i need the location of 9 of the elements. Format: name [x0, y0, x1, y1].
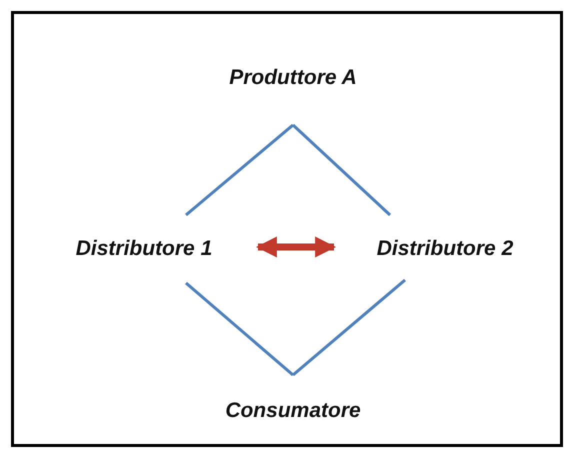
node-label: Distributore 1 [74, 236, 214, 262]
double-arrow [256, 236, 336, 258]
node-label: Consumatore [224, 398, 362, 424]
connector-line [185, 124, 294, 216]
connector-line [292, 124, 392, 216]
connector-line [292, 278, 406, 376]
node-label: Distributore 2 [376, 236, 514, 262]
node-label: Produttore A [228, 65, 358, 91]
connector-line [185, 282, 294, 376]
